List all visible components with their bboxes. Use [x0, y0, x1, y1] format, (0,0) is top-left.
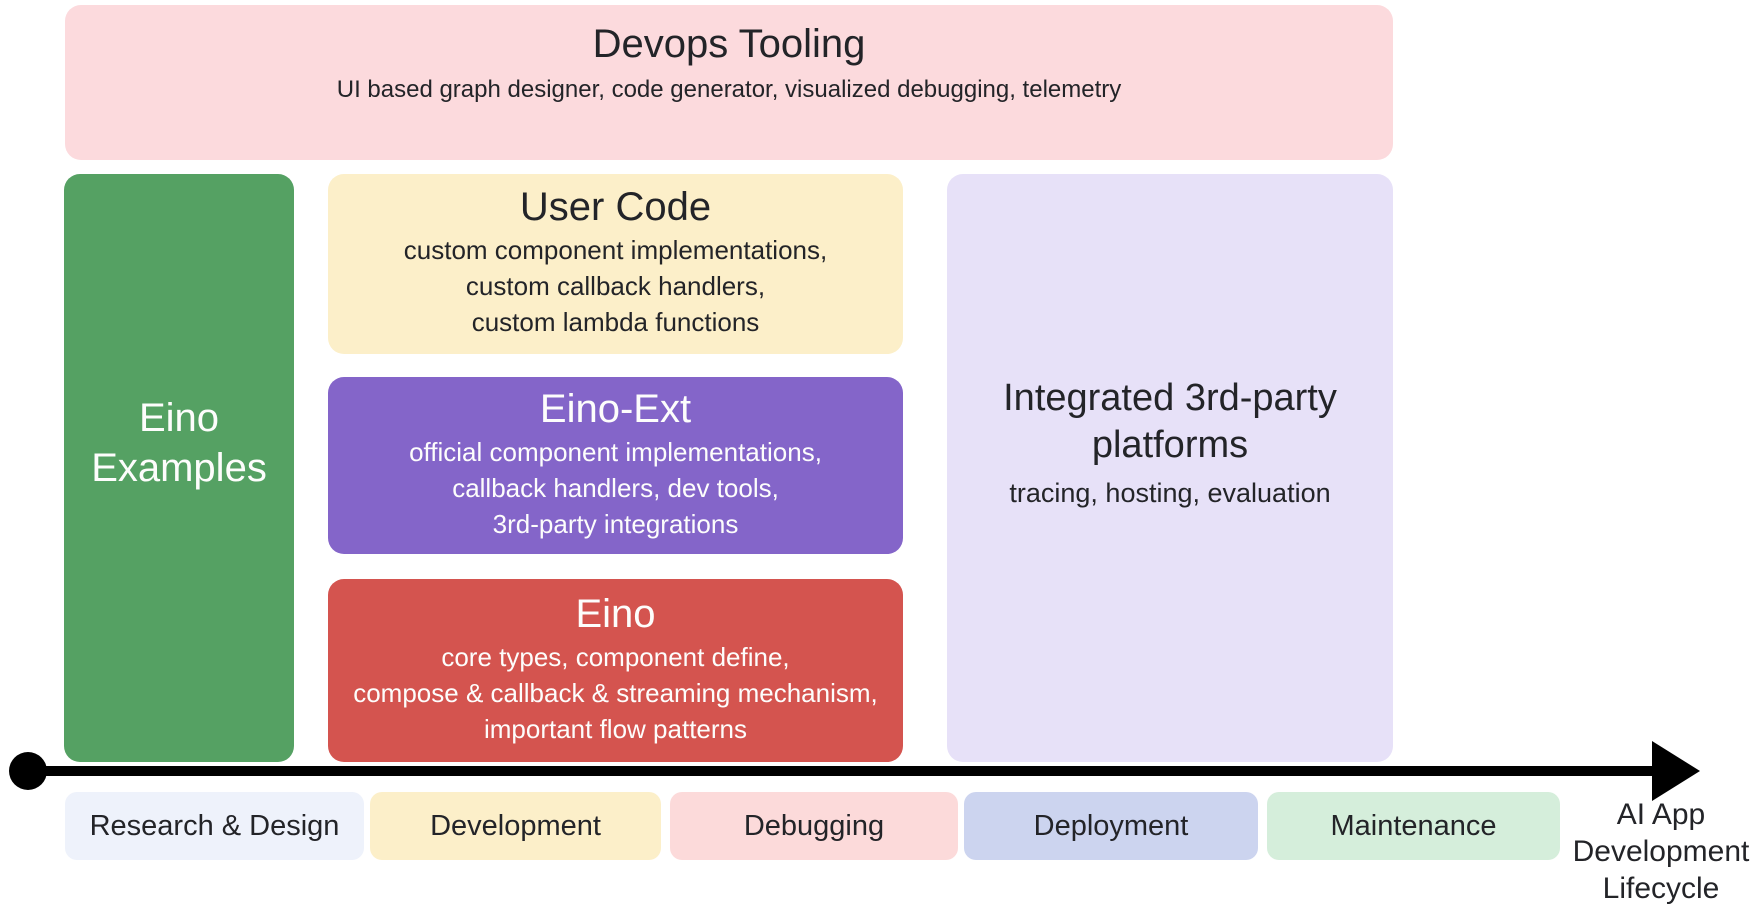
stage-deployment: Deployment — [964, 792, 1258, 860]
stage-research-design: Research & Design — [65, 792, 364, 860]
timeline-arrowhead-icon — [1652, 741, 1700, 801]
eino-core-line: compose & callback & streaming mechanism… — [353, 677, 878, 708]
eino-core-box: Eino core types, component define, compo… — [328, 579, 903, 762]
eino-examples-title: Eino Examples — [91, 396, 267, 490]
stage-debugging: Debugging — [670, 792, 958, 860]
devops-tooling-subtitle: UI based graph designer, code generator,… — [336, 75, 1122, 103]
eino-ext-line: official component implementations, — [409, 436, 822, 467]
eino-ext-title: Eino-Ext — [539, 386, 692, 431]
eino-core-line: core types, component define, — [441, 641, 790, 672]
eino-core-line: important flow patterns — [483, 713, 747, 744]
third-party-platforms-title: Integrated 3rd-party platforms — [1003, 377, 1337, 466]
user-code-box: User Code custom component implementatio… — [328, 174, 903, 354]
timeline-axis-line — [28, 766, 1655, 776]
eino-ext-line: callback handlers, dev tools, — [452, 472, 779, 503]
user-code-line: custom component implementations, — [403, 235, 828, 265]
timeline-axis-label: AI App Development Lifecycle — [1572, 798, 1750, 905]
stage-development: Development — [370, 792, 661, 860]
stage-maintenance: Maintenance — [1267, 792, 1560, 860]
user-code-line: custom callback handlers, — [465, 271, 766, 301]
user-code-title: User Code — [519, 185, 712, 229]
third-party-platforms-subtitle: tracing, hosting, evaluation — [1009, 478, 1331, 508]
eino-ext-box: Eino-Ext official component implementati… — [328, 377, 903, 554]
user-code-line: custom lambda functions — [471, 307, 760, 337]
eino-core-title: Eino — [575, 591, 656, 636]
third-party-platforms-box: Integrated 3rd-party platforms tracing, … — [947, 174, 1393, 762]
eino-examples-box: Eino Examples — [64, 174, 294, 762]
devops-tooling-title: Devops Tooling — [592, 21, 866, 66]
devops-tooling-box: Devops Tooling UI based graph designer, … — [65, 5, 1393, 160]
eino-ext-line: 3rd-party integrations — [492, 508, 739, 539]
